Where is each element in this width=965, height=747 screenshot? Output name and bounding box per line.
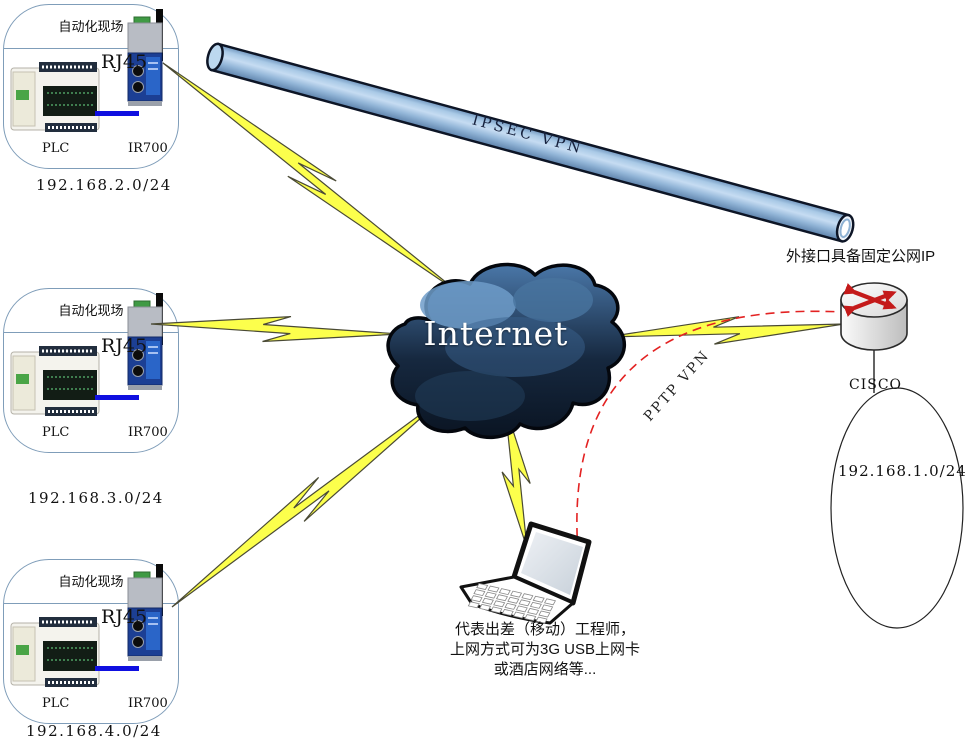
ethernet-link <box>95 111 139 116</box>
plc-label: PLC <box>42 696 70 711</box>
plc-label: PLC <box>42 141 70 156</box>
public-ip-caption: 外接口具备固定公网IP <box>786 248 936 265</box>
lightning-bolt-icon <box>501 405 531 549</box>
ir700-label: IR700 <box>128 425 168 440</box>
title-separator <box>4 603 178 604</box>
subnet-label-3: 192.168.4.0/24 <box>26 722 162 740</box>
pptp-vpn-label: PPTP VPN <box>640 347 713 425</box>
laptop-icon <box>459 521 592 625</box>
ir700-label: IR700 <box>128 696 168 711</box>
plc-icon <box>10 346 100 416</box>
internet-label: Internet <box>423 314 569 353</box>
lightning-bolt-icon <box>606 316 845 345</box>
ethernet-link <box>95 666 139 671</box>
rj45-label: RJ45 <box>101 335 148 357</box>
lan-subnet-label: 192.168.1.0/24 <box>838 462 965 480</box>
title-separator <box>4 332 178 333</box>
site-title: 自动化现场 <box>58 574 124 589</box>
laptop-caption-line-3: 或酒店网络等... <box>493 661 597 678</box>
plc-icon <box>10 617 100 687</box>
title-separator <box>4 48 178 49</box>
plc-icon <box>10 62 100 132</box>
lightning-bolt-icon <box>171 393 449 608</box>
site-title: 自动化现场 <box>58 19 124 34</box>
lightning-bolt-icon <box>150 316 401 343</box>
ethernet-link <box>95 395 139 400</box>
subnet-label-1: 192.168.2.0/24 <box>36 176 172 194</box>
laptop-caption-line-1: 代表出差（移动）工程师， <box>454 621 635 638</box>
site-box-1: 自动化现场 RJ45 PLC IR7 <box>3 4 179 169</box>
site-box-2: 自动化现场 RJ45 PLC IR7 <box>3 288 179 453</box>
ir700-icon <box>127 564 163 661</box>
site-title: 自动化现场 <box>58 303 124 318</box>
subnet-label-2: 192.168.3.0/24 <box>28 489 164 507</box>
lightning-bolt-icon <box>162 62 459 293</box>
ipsec-vpn-label: IPSEC VPN <box>470 110 586 158</box>
ir700-icon <box>127 9 163 106</box>
ir700-label: IR700 <box>128 141 168 156</box>
site-box-3: 自动化现场 RJ45 PLC IR7 <box>3 559 179 724</box>
laptop-caption-line-2: 上网方式可为3G USB上网卡 <box>449 641 641 658</box>
plc-label: PLC <box>42 425 70 440</box>
rj45-label: RJ45 <box>101 51 148 73</box>
laptop-caption: 代表出差（移动）工程师， 上网方式可为3G USB上网卡 或酒店网络等... <box>424 620 666 680</box>
rj45-label: RJ45 <box>101 606 148 628</box>
lan-ellipse <box>830 387 964 629</box>
cisco-label: CISCO <box>849 377 903 393</box>
